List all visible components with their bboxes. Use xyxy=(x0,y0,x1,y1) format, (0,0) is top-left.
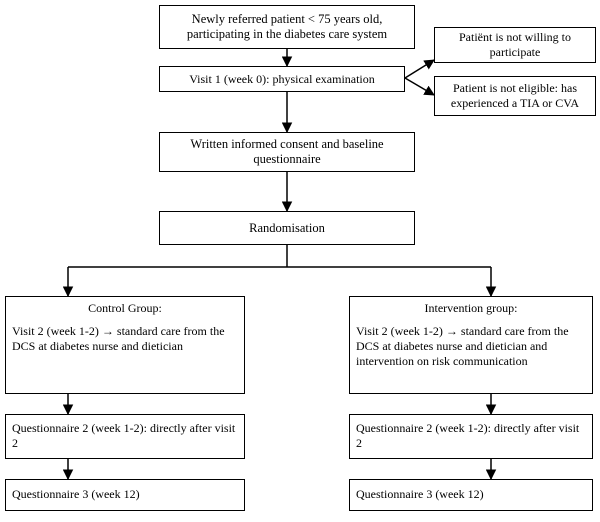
control-questionnaire2-box: Questionnaire 2 (week 1-2): directly aft… xyxy=(5,414,245,459)
consent-box: Written informed consent and baseline qu… xyxy=(159,132,415,172)
randomisation-box: Randomisation xyxy=(159,211,415,245)
intervention-questionnaire3-text: Questionnaire 3 (week 12) xyxy=(356,487,484,501)
not-eligible-text: Patient is not eligible: has experienced… xyxy=(450,81,580,110)
referral-text: Newly referred patient < 75 years old, p… xyxy=(186,12,388,41)
intervention-questionnaire2-text: Questionnaire 2 (week 1-2): directly aft… xyxy=(356,421,580,450)
control-questionnaire3-text: Questionnaire 3 (week 12) xyxy=(12,487,140,501)
consent-text: Written informed consent and baseline qu… xyxy=(190,137,384,166)
not-willing-box: Patiënt is not willing to participate xyxy=(434,27,596,63)
intervention-group-title: Intervention group: xyxy=(424,301,518,315)
control-group-box: Control Group: Visit 2 (week 1-2) → stan… xyxy=(5,296,245,394)
intervention-group-box: Intervention group: Visit 2 (week 1-2) →… xyxy=(349,296,593,394)
visit1-box: Visit 1 (week 0): physical examination xyxy=(159,66,405,92)
randomisation-text: Randomisation xyxy=(249,220,325,235)
not-eligible-box: Patient is not eligible: has experienced… xyxy=(434,76,596,116)
referral-box: Newly referred patient < 75 years old, p… xyxy=(159,5,415,49)
intervention-group-description: Visit 2 (week 1-2) → standard care from … xyxy=(356,324,569,368)
arrow-visit1-to-not-eligible xyxy=(404,77,435,96)
visit1-text: Visit 1 (week 0): physical examination xyxy=(189,71,375,86)
intervention-questionnaire3-box: Questionnaire 3 (week 12) xyxy=(349,479,593,511)
control-group-description: Visit 2 (week 1-2) → standard care from … xyxy=(12,324,225,353)
control-group-title: Control Group: xyxy=(88,301,162,315)
intervention-questionnaire2-box: Questionnaire 2 (week 1-2): directly aft… xyxy=(349,414,593,459)
control-questionnaire3-box: Questionnaire 3 (week 12) xyxy=(5,479,245,511)
arrow-visit1-to-not-willing xyxy=(404,59,435,79)
control-questionnaire2-text: Questionnaire 2 (week 1-2): directly aft… xyxy=(12,421,236,450)
not-willing-text: Patiënt is not willing to participate xyxy=(458,30,571,59)
